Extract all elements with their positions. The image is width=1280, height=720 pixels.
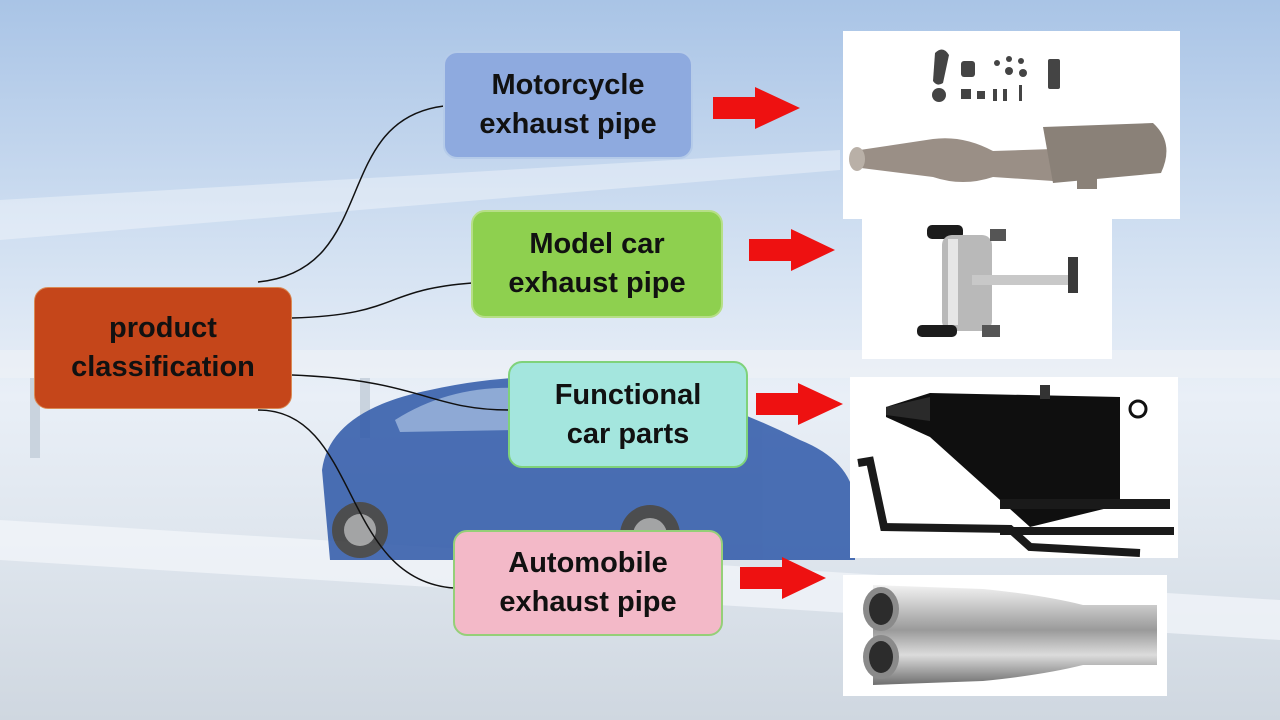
category-label-line1: Automobile [508, 547, 668, 579]
category-label-line2: car parts [566, 417, 690, 450]
category-label-line1: Model car [529, 228, 665, 260]
category-node-motorcycle: Motorcycle exhaust pipe [443, 51, 693, 159]
canopy-post [30, 378, 40, 458]
arrow-functional [756, 383, 843, 425]
canopy-post [360, 378, 370, 438]
exhaust-body [849, 123, 1167, 189]
root-label-line2: classification [71, 351, 255, 383]
connector-motorcycle [257, 105, 445, 283]
model-car-exhaust-photo [862, 219, 1112, 359]
category-label-line2: exhaust pipe [479, 108, 657, 140]
category-label-line1: Motorcycle [491, 69, 645, 101]
category-label-line1: Functional [554, 378, 702, 411]
connector-model-car [291, 282, 473, 319]
category-node-model-car: Model car exhaust pipe [471, 210, 723, 318]
motorcycle-exhaust-photo [843, 31, 1180, 219]
category-node-functional: Functional car parts [508, 361, 748, 468]
arrow-motorcycle [713, 87, 800, 129]
functional-car-parts-photo [850, 377, 1178, 558]
root-node: product classification [34, 287, 292, 409]
automobile-exhaust-photo [843, 575, 1167, 696]
arrow-model-car [749, 229, 835, 271]
connector-automobile [257, 409, 455, 589]
category-label-line2: exhaust pipe [508, 267, 686, 299]
category-label-line2: exhaust pipe [499, 586, 677, 618]
root-label-line1: product [109, 312, 217, 344]
light-streak [0, 150, 840, 240]
connector-functional [291, 374, 510, 411]
category-node-automobile: Automobile exhaust pipe [453, 530, 723, 636]
arrow-automobile [740, 557, 826, 599]
